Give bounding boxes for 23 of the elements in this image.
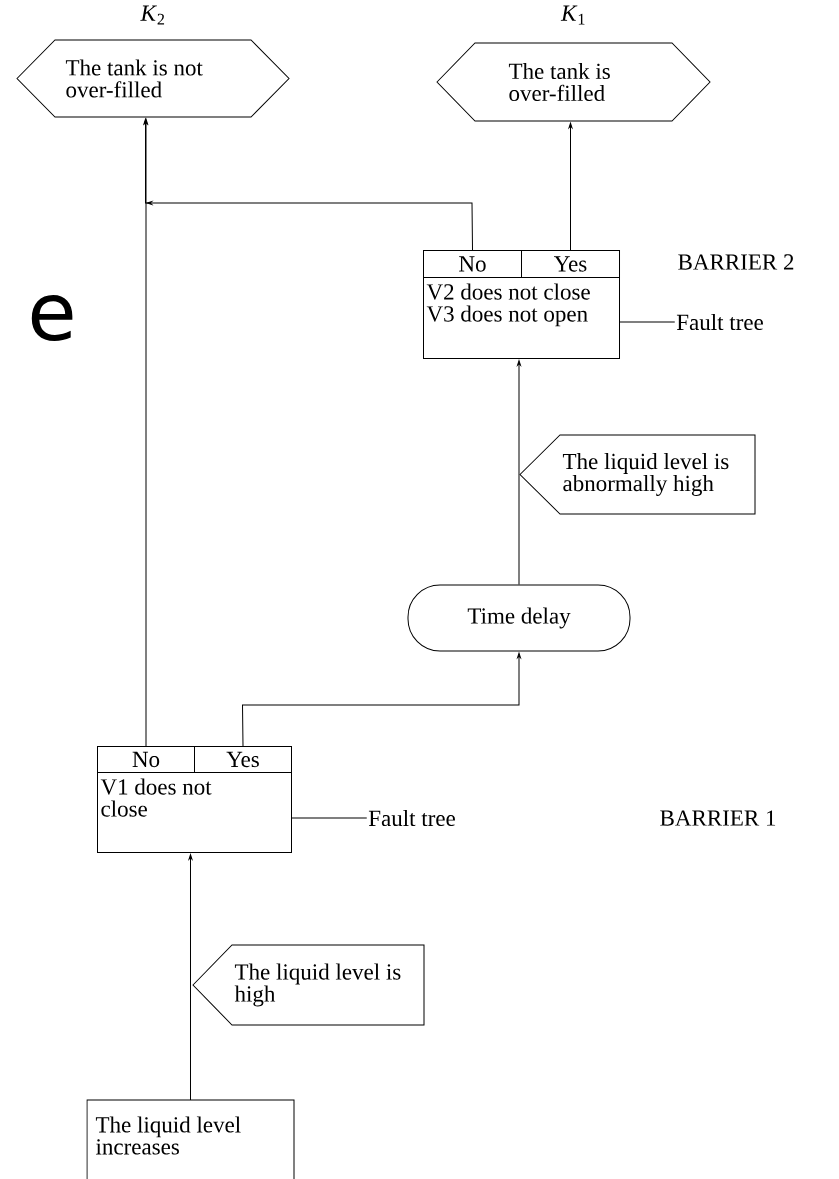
barrier-label: BARRIER 2	[678, 254, 794, 270]
connector-arrow	[144, 118, 148, 747]
connector-arrow	[143, 118, 473, 251]
header-cell: No	[97, 746, 195, 773]
stray-letter: e	[31, 295, 73, 341]
rounded-box: Time delay	[407, 584, 631, 652]
header-cell: No	[423, 250, 522, 278]
connector-arrow	[188, 854, 193, 1101]
header-cell: Yes	[521, 250, 620, 278]
side-label: Fault tree	[676, 313, 763, 331]
flag-box: The liquid level is high	[192, 944, 425, 1026]
connector-arrow	[517, 360, 521, 585]
hexagon-box: The tank is over-filled	[436, 42, 711, 122]
heading-label: K$_{2}$	[140, 5, 165, 25]
connector-arrow	[242, 652, 521, 747]
process-box: The liquid level increases	[86, 1099, 295, 1179]
flag-box: The liquid level is abnormally high	[519, 434, 756, 515]
connector-arrow	[568, 122, 573, 251]
header-cell: Yes	[194, 746, 292, 773]
heading-label: K$_{1}$	[560, 5, 585, 25]
hexagon-box: The tank is not over-filled	[16, 39, 290, 118]
side-label: Fault tree	[368, 809, 455, 827]
barrier-label: BARRIER 1	[660, 810, 776, 826]
